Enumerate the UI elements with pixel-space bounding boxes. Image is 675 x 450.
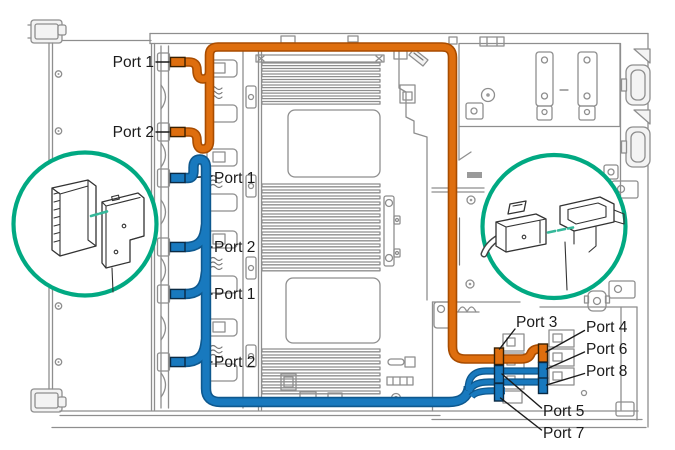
port-labels: Port 1 Port 2 Port 1 Port 2 Port 1 Port … xyxy=(113,54,628,442)
leader-port7 xyxy=(499,397,543,431)
chassis-ear-top xyxy=(27,19,67,44)
blue-fanout-core xyxy=(465,368,542,399)
connector-illustration-cable-plug xyxy=(480,196,625,291)
guide-rail-bracket xyxy=(383,195,401,267)
label-port7: Port 7 xyxy=(543,425,584,442)
connectors xyxy=(169,56,549,402)
mating-dash-left-2 xyxy=(98,210,109,215)
orange-cable-core xyxy=(185,43,544,363)
leader-port3 xyxy=(498,328,516,350)
leader-port8 xyxy=(545,372,586,386)
leader-port4 xyxy=(545,329,586,353)
heatsink-retention-bar xyxy=(255,54,385,63)
cpu-socket-1 xyxy=(287,109,381,178)
backplane-port2-blue-connector-b xyxy=(169,356,186,368)
board-port3-connector xyxy=(493,347,505,366)
label-bp-port2-blue-a: Port 2 xyxy=(214,239,255,256)
label-bp-port1-blue-a: Port 1 xyxy=(214,170,255,187)
label-bp-port2-orange: Port 2 xyxy=(113,124,154,141)
label-port5: Port 5 xyxy=(543,403,584,420)
backplane-port2-blue-connector-a xyxy=(169,241,186,253)
label-port6: Port 6 xyxy=(586,341,627,358)
label-bp-port1-blue-b: Port 1 xyxy=(214,286,255,303)
orange-cable xyxy=(184,42,545,364)
label-bp-port2-blue-b: Port 2 xyxy=(214,354,255,371)
mating-dash-right-2 xyxy=(556,227,567,232)
fan-module-4 xyxy=(206,318,257,382)
dimm-bank-1 xyxy=(261,62,381,105)
label-port8: Port 8 xyxy=(586,363,627,380)
cable-clamp xyxy=(583,290,611,312)
board-port7-connector xyxy=(493,382,505,402)
board-port4-connector xyxy=(537,343,549,363)
callout-circle-right xyxy=(480,152,628,301)
chassis-ear-bottom xyxy=(30,388,67,413)
blue-cable-core xyxy=(184,155,473,406)
mating-dash-left-1 xyxy=(89,212,100,218)
label-port4: Port 4 xyxy=(586,319,628,336)
board-port8-connector xyxy=(537,377,549,395)
power-supply-bays xyxy=(603,42,651,299)
backplane-port2-orange-connector xyxy=(169,126,186,138)
left-wall-screws xyxy=(54,70,63,366)
blue-cable xyxy=(182,154,542,408)
callout-circle-left xyxy=(11,150,159,298)
dimm-bank-2 xyxy=(261,183,381,272)
backplane-port1-blue-connector-b xyxy=(169,288,186,300)
callout-ring-right xyxy=(480,152,628,301)
expansion-bay xyxy=(431,290,638,421)
label-bp-port1-orange: Port 1 xyxy=(113,54,154,71)
backplane-port1-orange-connector xyxy=(169,56,186,68)
board-edge-contour xyxy=(393,46,429,301)
server-chassis xyxy=(27,19,651,429)
leader-port5 xyxy=(501,373,543,409)
cpu-socket-2 xyxy=(285,277,381,344)
board-leader-lines xyxy=(498,328,586,431)
dimm-bank-3 xyxy=(261,348,381,395)
label-port3: Port 3 xyxy=(516,314,557,331)
leader-port6 xyxy=(545,351,586,370)
board-port6-connector xyxy=(537,361,549,380)
backplane-port1-blue-connector-a xyxy=(169,172,186,184)
connector-illustration-backplane xyxy=(51,179,145,293)
fan-module-1 xyxy=(206,59,257,123)
mating-dash-right-1 xyxy=(546,229,557,234)
mating-dash-right-3 xyxy=(566,226,575,230)
